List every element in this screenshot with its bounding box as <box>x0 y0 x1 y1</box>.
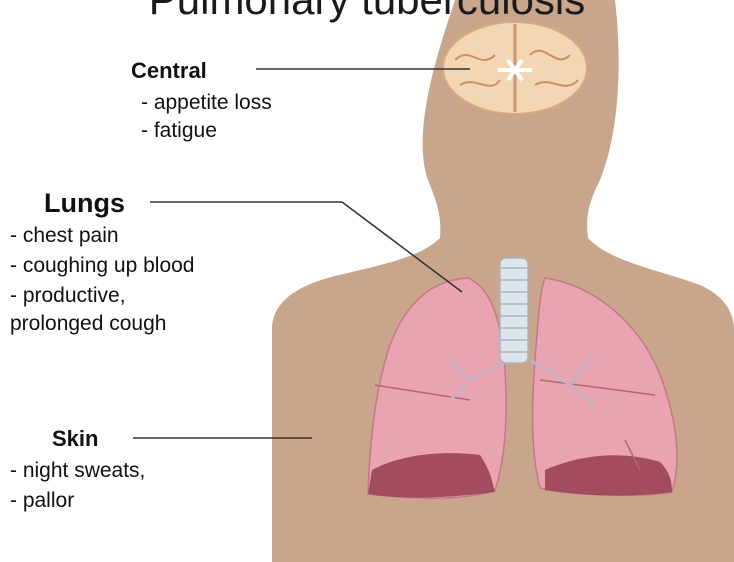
diagram-title: Pulmonary tuberculosis <box>0 0 734 24</box>
skin-symptom: - night sweats, <box>10 458 145 484</box>
lungs-symptom: - coughing up blood <box>10 253 194 279</box>
brain <box>443 22 587 114</box>
central-symptom: - appetite loss <box>141 90 272 116</box>
lungs-heading: Lungs <box>44 188 125 219</box>
lungs-symptom: prolonged cough <box>10 311 166 337</box>
skin-symptom: - pallor <box>10 488 74 514</box>
central-symptom: - fatigue <box>141 118 217 144</box>
lungs-symptom: - chest pain <box>10 223 119 249</box>
lungs-symptom: - productive, <box>10 283 126 309</box>
central-heading: Central <box>131 58 207 84</box>
trachea <box>500 258 528 363</box>
skin-heading: Skin <box>52 426 98 452</box>
